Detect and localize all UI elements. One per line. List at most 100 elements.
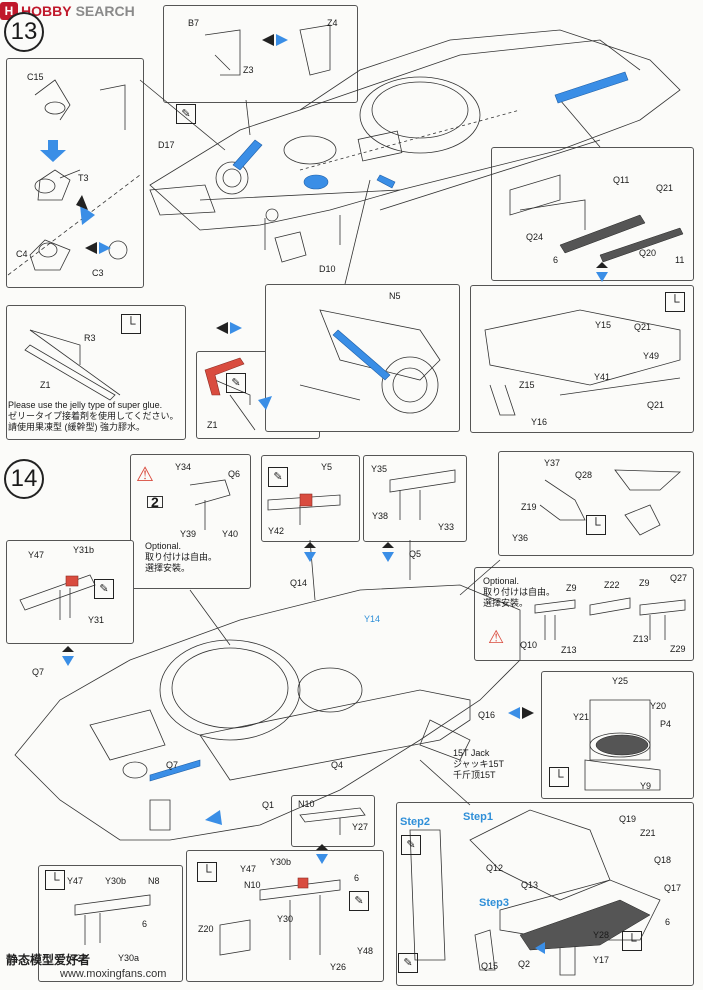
sub-step-1: Step1 bbox=[463, 811, 493, 823]
count-badge-11: 11 bbox=[675, 255, 685, 265]
part-y27-b: Y27 bbox=[70, 953, 87, 963]
part-z21: Z21 bbox=[640, 828, 656, 838]
part-y47-a: Y47 bbox=[28, 550, 45, 560]
part-y20: Y20 bbox=[650, 701, 667, 711]
part-q7-a: Q7 bbox=[32, 667, 45, 677]
part-z20: Z20 bbox=[198, 924, 214, 934]
panel-y35-y33 bbox=[363, 455, 467, 542]
part-q27: Q27 bbox=[670, 573, 688, 583]
glue-icon: ✎ bbox=[401, 835, 421, 855]
part-y9: Y9 bbox=[640, 781, 652, 791]
count-badge-6b: 6 bbox=[354, 873, 360, 883]
part-c4: C4 bbox=[16, 249, 28, 259]
part-q20: Q20 bbox=[639, 248, 657, 258]
cement-icon: └ bbox=[549, 767, 569, 787]
part-y47-b: Y47 bbox=[67, 876, 84, 886]
part-y37: Y37 bbox=[544, 458, 561, 468]
part-y36: Y36 bbox=[512, 533, 529, 543]
part-n8: N8 bbox=[148, 876, 160, 886]
watermark-cn: 静态模型爱好者 bbox=[6, 953, 91, 967]
part-y21: Y21 bbox=[573, 712, 590, 722]
optional-note-2-jp: 取り付けは自由。 bbox=[483, 587, 556, 597]
panel-r3-z1 bbox=[6, 305, 186, 440]
part-z3: Z3 bbox=[243, 65, 254, 75]
step-13-number: 13 bbox=[4, 12, 44, 52]
glue-note: Please use the jelly type of super glue.… bbox=[8, 400, 178, 433]
optional-note-2: Optional. 取り付けは自由。 選擇安裝。 bbox=[483, 576, 555, 609]
count-badge-2: 2 bbox=[147, 495, 163, 509]
part-q14: Q14 bbox=[290, 578, 308, 588]
part-y41: Y41 bbox=[594, 372, 611, 382]
part-z22: Z22 bbox=[604, 580, 620, 590]
part-t3: T3 bbox=[78, 173, 89, 183]
part-y30b-2: Y30b bbox=[270, 857, 292, 867]
part-r3: R3 bbox=[84, 333, 96, 343]
part-z29: Z29 bbox=[670, 644, 686, 654]
part-y27-a: Y27 bbox=[352, 822, 369, 832]
part-y16: Y16 bbox=[531, 417, 548, 427]
glue-note-cn: 請使用果凍型 (緩幹型) 強力膠水。 bbox=[8, 422, 145, 432]
optional-note-2-en: Optional. bbox=[483, 576, 520, 586]
part-z4: Z4 bbox=[327, 18, 338, 28]
part-y30: Y30 bbox=[277, 914, 294, 924]
part-z9-a: Z9 bbox=[566, 583, 577, 593]
part-q28: Q28 bbox=[575, 470, 593, 480]
part-d17: D17 bbox=[158, 140, 175, 150]
part-y31b: Y31b bbox=[73, 545, 95, 555]
step-14-number: 14 bbox=[4, 459, 44, 499]
jack-note-en: 15T Jack bbox=[453, 748, 490, 758]
part-q6: Q6 bbox=[228, 469, 241, 479]
part-y31: Y31 bbox=[88, 615, 105, 625]
jack-note: 15T Jack ジャッキ15T 千斤顶15T bbox=[453, 748, 504, 781]
part-y26: Y26 bbox=[330, 962, 347, 972]
panel-y15-y49 bbox=[470, 285, 694, 433]
part-y5: Y5 bbox=[321, 462, 333, 472]
part-z19: Z19 bbox=[521, 502, 537, 512]
part-y35: Y35 bbox=[371, 464, 388, 474]
part-q18: Q18 bbox=[654, 855, 672, 865]
optional-note-1-cn: 選擇安裝。 bbox=[145, 563, 191, 573]
part-y47-c: Y47 bbox=[240, 864, 257, 874]
part-y33: Y33 bbox=[438, 522, 455, 532]
part-q11: Q11 bbox=[613, 175, 630, 185]
sub-step-2: Step2 bbox=[400, 816, 430, 828]
part-p4: P4 bbox=[660, 719, 672, 729]
part-q21-a: Q21 bbox=[656, 183, 674, 193]
panel-q11-q21 bbox=[491, 147, 694, 281]
part-z9-b: Z9 bbox=[639, 578, 650, 588]
glue-note-jp: ゼリータイプ接着剤を使用してください。 bbox=[8, 411, 179, 421]
cement-icon: └ bbox=[622, 931, 642, 951]
cement-icon: └ bbox=[665, 292, 685, 312]
part-b7: B7 bbox=[188, 18, 200, 28]
jack-note-jp: ジャッキ15T bbox=[453, 759, 505, 769]
panel-y47-n8 bbox=[38, 865, 183, 982]
glue-icon: ✎ bbox=[398, 953, 418, 973]
glue-icon: ✎ bbox=[268, 467, 288, 487]
optional-note-1-jp: 取り付けは自由。 bbox=[145, 552, 218, 562]
part-z1-a: Z1 bbox=[40, 380, 51, 390]
part-q7-b: Q7 bbox=[166, 760, 179, 770]
panel-y34-q6 bbox=[130, 454, 251, 589]
cement-icon: └ bbox=[45, 870, 65, 890]
part-y38: Y38 bbox=[372, 511, 389, 521]
panel-c15-hatch bbox=[6, 58, 144, 288]
cement-icon: └ bbox=[197, 862, 217, 882]
panel-n10-y48 bbox=[186, 850, 384, 982]
optional-note-2-cn: 選擇安裝。 bbox=[483, 598, 529, 608]
part-y17: Y17 bbox=[593, 955, 610, 965]
part-d10: D10 bbox=[319, 264, 336, 274]
count-badge-6a: 6 bbox=[553, 255, 559, 265]
warning-icon: ⚠ bbox=[136, 464, 154, 486]
part-n5: N5 bbox=[389, 291, 401, 301]
part-q19: Q19 bbox=[619, 814, 637, 824]
part-y15: Y15 bbox=[595, 320, 612, 330]
part-y49: Y49 bbox=[643, 351, 660, 361]
watermark-url[interactable]: www.moxingfans.com bbox=[60, 968, 167, 980]
optional-note-1-en: Optional. bbox=[145, 541, 182, 551]
count-badge-6c: 6 bbox=[142, 919, 148, 929]
part-y34: Y34 bbox=[175, 462, 192, 472]
part-n10-b: N10 bbox=[244, 880, 261, 890]
part-y30a: Y30a bbox=[118, 953, 140, 963]
logo-text: SEARCH bbox=[75, 3, 135, 19]
watermark: 静态模型爱好者 bbox=[6, 951, 90, 968]
